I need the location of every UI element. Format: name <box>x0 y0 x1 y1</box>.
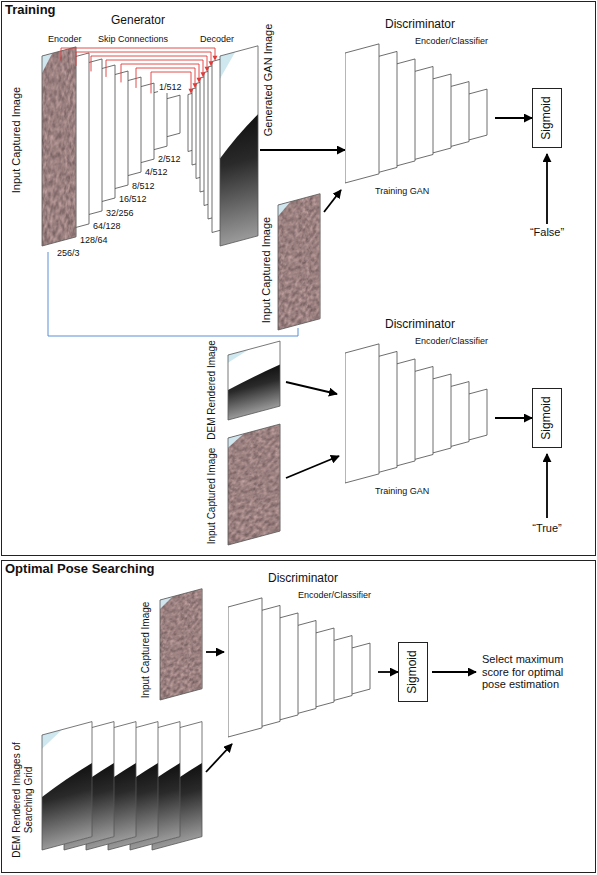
network-part-label: Encoder <box>48 34 82 44</box>
classifier-layer <box>345 44 379 183</box>
layer-dimension: 32/256 <box>105 208 135 219</box>
captured-image <box>278 194 320 330</box>
generated-image <box>220 46 258 246</box>
skip-arrowhead <box>209 61 214 66</box>
dem-image <box>228 341 280 420</box>
layer-dimension: 8/512 <box>131 181 156 192</box>
dem-image <box>42 722 92 850</box>
layer-dimension: 256/3 <box>56 248 81 259</box>
image-caption: Generated GAN Image <box>262 24 275 137</box>
image-caption: Input Captured Image <box>260 217 273 323</box>
skip-arrowhead <box>193 83 198 88</box>
skip-arrowhead <box>189 89 194 94</box>
section-panel: Optimal Pose SearchingDiscriminatorEncod… <box>1 560 596 873</box>
classifier-layer <box>228 598 262 737</box>
flow-arrow <box>260 149 345 151</box>
section-title: Optimal Pose Searching <box>5 562 155 577</box>
layer-dimension: 16/512 <box>118 194 148 205</box>
network-part-label: Encoder/Classifier <box>298 590 371 600</box>
image-caption: Input Captured Image <box>10 87 23 193</box>
network-part-label: Training GAN <box>375 486 429 496</box>
discriminator-network: DiscriminatorEncoder/Classifier <box>228 572 378 742</box>
discriminator-network: DiscriminatorEncoder/ClassifierTraining … <box>345 318 495 500</box>
captured-image <box>228 424 280 545</box>
network-part-label: Encoder/Classifier <box>415 36 488 46</box>
network-title: Generator <box>111 14 165 28</box>
captured-image <box>160 589 202 700</box>
layer-dimension: 64/128 <box>92 221 122 232</box>
image-caption: DEM Rendered Images of Searching Grid <box>11 730 34 870</box>
sigmoid-box: Sigmoid <box>398 642 428 702</box>
target-label: “True” <box>532 522 562 535</box>
generator-drawing <box>28 14 260 276</box>
flow-arrow <box>286 382 337 394</box>
sigmoid-label: Sigmoid <box>406 650 420 693</box>
input-image <box>42 47 76 246</box>
flow-arrow <box>495 117 532 119</box>
network-title: Discriminator <box>385 18 455 32</box>
skip-arrowhead <box>205 67 210 72</box>
image-caption: Input Captured Image <box>140 602 152 699</box>
sigmoid-label: Sigmoid <box>540 396 554 439</box>
layer-dimension: 2/512 <box>157 154 182 165</box>
skip-connection <box>121 64 199 82</box>
sigmoid-box: Sigmoid <box>532 88 562 148</box>
flow-arrow <box>546 154 548 224</box>
sigmoid-box: Sigmoid <box>532 388 562 448</box>
sigmoid-label: Sigmoid <box>540 96 554 139</box>
layer-dimension: 128/64 <box>79 235 109 246</box>
classifier-layer <box>345 344 379 483</box>
network-part-label: Decoder <box>200 34 234 44</box>
skip-connection <box>151 72 191 93</box>
flow-arrow <box>432 671 476 673</box>
flow-arrow <box>206 651 224 653</box>
layer-dimension: 4/512 <box>144 167 169 178</box>
image-caption: DEM Rendered Image <box>206 340 218 440</box>
network-title: Discriminator <box>385 318 455 332</box>
discriminator-network: DiscriminatorEncoder/ClassifierTraining … <box>345 18 495 200</box>
generator-network: GeneratorEncoder Skip Connections Decoder <box>28 14 260 276</box>
network-part-label: Encoder/Classifier <box>415 336 488 346</box>
flow-arrow <box>206 744 232 772</box>
classifier-layer <box>228 598 262 737</box>
skip-arrowhead <box>213 56 218 61</box>
section-title: Training <box>5 3 56 18</box>
section-panel: TrainingGeneratorEncoder Skip Connections… <box>1 1 596 556</box>
skip-connection <box>61 48 215 60</box>
flow-arrow <box>378 671 398 673</box>
network-part-label: Training GAN <box>375 186 429 196</box>
flow-arrow <box>286 456 339 478</box>
network-title: Discriminator <box>268 572 338 586</box>
classifier-layer <box>345 44 379 183</box>
layer-dimension: 1/512 <box>158 82 183 93</box>
skip-arrowhead <box>197 78 202 83</box>
classifier-layer <box>345 344 379 483</box>
image-caption: Input Captured Image <box>206 448 218 545</box>
skip-arrowhead <box>201 72 206 77</box>
flow-arrow <box>546 454 548 518</box>
output-note: Select maximum score for optimal pose es… <box>482 653 587 691</box>
flow-arrow <box>495 417 532 419</box>
flow-arrow <box>324 190 341 212</box>
network-part-label: Skip Connections <box>98 34 168 44</box>
target-label: “False” <box>530 226 564 239</box>
